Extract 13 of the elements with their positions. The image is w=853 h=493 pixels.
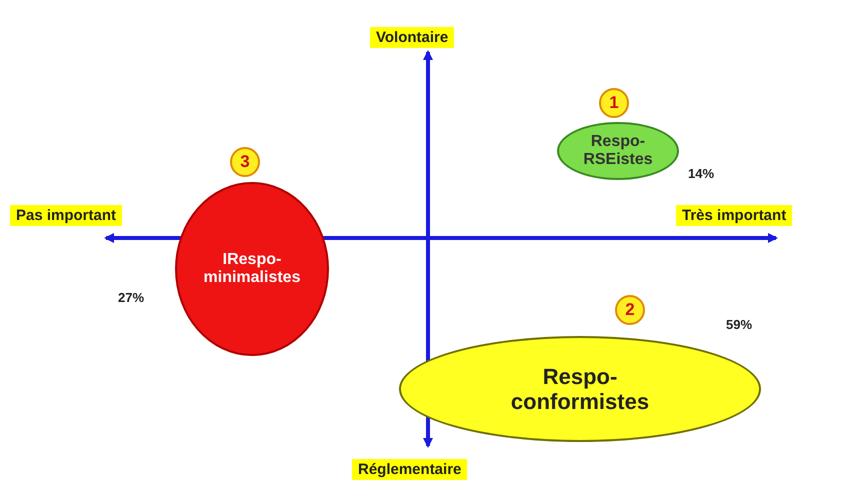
number-badge: 2 [615,295,645,325]
axis-label: Réglementaire [352,459,468,480]
number-badge: 3 [230,147,260,177]
axis-label: Pas important [10,205,122,226]
axis-label: Très important [676,205,792,226]
segment-name: IRespo- minimalistes [202,250,302,288]
number-badge: 1 [599,88,629,118]
axis-label: Volontaire [370,27,454,48]
percentage-label: 27% [118,290,144,305]
segment-name: Respo- conformistes [510,364,650,414]
percentage-label: 14% [688,166,714,181]
percentage-label: 59% [726,317,752,332]
segment-name: Respo- RSEistes [582,132,654,170]
